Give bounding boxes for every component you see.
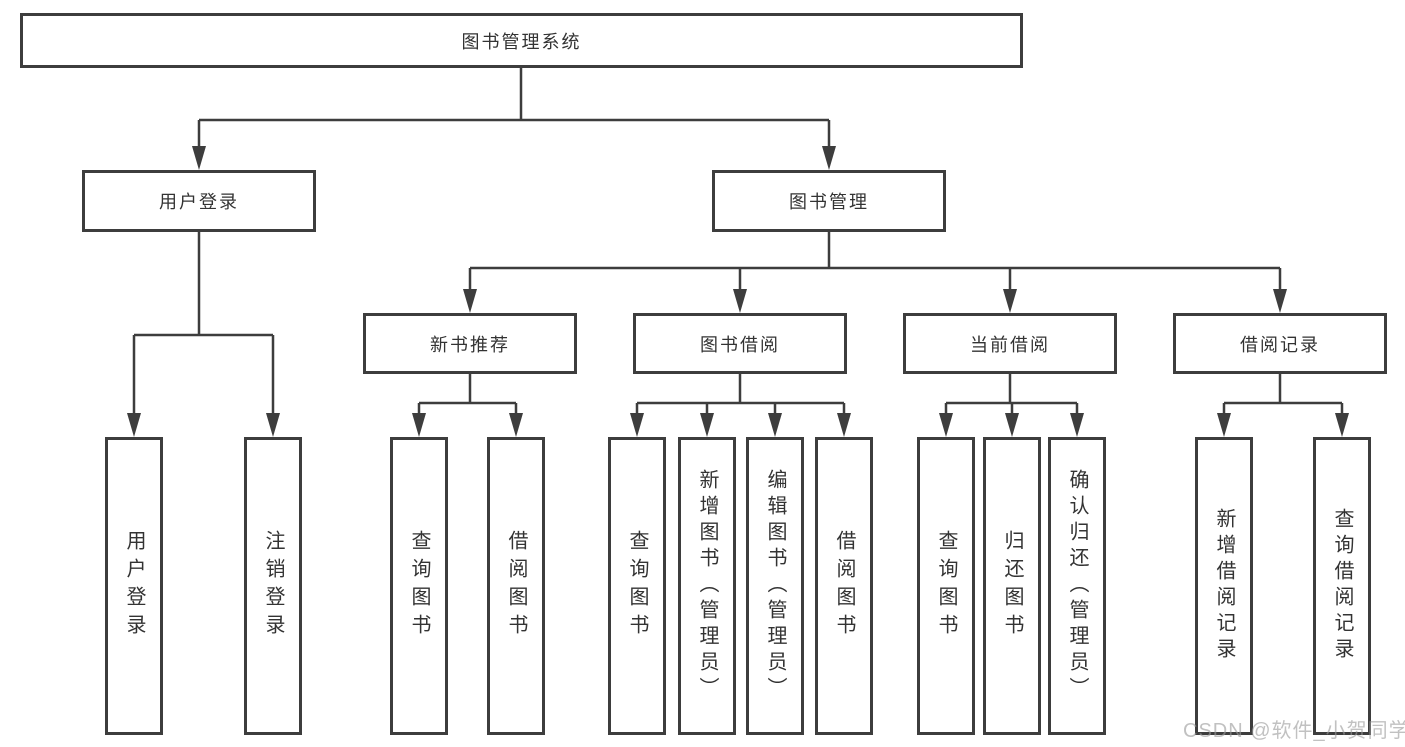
leaf-query-books-recommend: 查询图书 bbox=[390, 437, 448, 735]
node-book-management: 图书管理 bbox=[712, 170, 946, 232]
leaf-return-book-label: 归还图书 bbox=[1001, 530, 1023, 642]
leaf-borrow-books-recommend-label: 借阅图书 bbox=[505, 530, 527, 642]
leaf-edit-book-admin: 编辑图书（管理员） bbox=[746, 437, 804, 735]
leaf-borrow-books-label: 借阅图书 bbox=[833, 530, 855, 642]
leaf-query-books-current: 查询图书 bbox=[917, 437, 975, 735]
leaf-query-books-borrow: 查询图书 bbox=[608, 437, 666, 735]
node-new-book-recommend: 新书推荐 bbox=[363, 313, 577, 374]
leaf-query-books-current-label: 查询图书 bbox=[935, 530, 957, 642]
node-root-system: 图书管理系统 bbox=[20, 13, 1023, 68]
leaf-logout: 注销登录 bbox=[244, 437, 302, 735]
node-current-borrow: 当前借阅 bbox=[903, 313, 1117, 374]
leaf-borrow-books: 借阅图书 bbox=[815, 437, 873, 735]
leaf-user-login-label: 用户登录 bbox=[123, 530, 145, 642]
leaf-return-book: 归还图书 bbox=[983, 437, 1041, 735]
node-user-login: 用户登录 bbox=[82, 170, 316, 232]
node-book-borrow: 图书借阅 bbox=[633, 313, 847, 374]
leaf-add-borrow-record-label: 新增借阅记录 bbox=[1213, 508, 1235, 664]
leaf-query-borrow-record-label: 查询借阅记录 bbox=[1331, 508, 1353, 664]
leaf-confirm-return-admin: 确认归还（管理员） bbox=[1048, 437, 1106, 735]
csdn-watermark: CSDN @软件_小贺同学 bbox=[1183, 720, 1405, 742]
leaf-add-book-admin: 新增图书（管理员） bbox=[678, 437, 736, 735]
leaf-query-borrow-record: 查询借阅记录 bbox=[1313, 437, 1371, 735]
leaf-query-books-recommend-label: 查询图书 bbox=[408, 530, 430, 642]
leaf-confirm-return-admin-label: 确认归还（管理员） bbox=[1066, 469, 1088, 703]
node-borrow-records: 借阅记录 bbox=[1173, 313, 1387, 374]
leaf-query-books-borrow-label: 查询图书 bbox=[626, 530, 648, 642]
leaf-add-borrow-record: 新增借阅记录 bbox=[1195, 437, 1253, 735]
leaf-edit-book-admin-label: 编辑图书（管理员） bbox=[764, 469, 786, 703]
leaf-logout-label: 注销登录 bbox=[262, 530, 284, 642]
leaf-user-login: 用户登录 bbox=[105, 437, 163, 735]
leaf-borrow-books-recommend: 借阅图书 bbox=[487, 437, 545, 735]
leaf-add-book-admin-label: 新增图书（管理员） bbox=[696, 469, 718, 703]
